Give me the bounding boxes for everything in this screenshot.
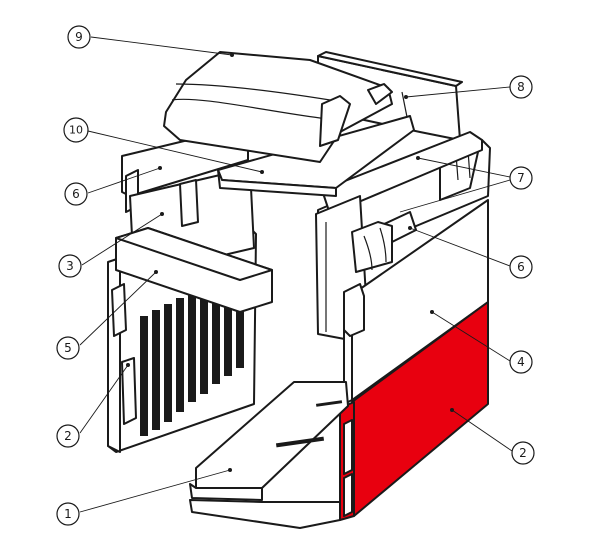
callout-5-label: 5 — [64, 341, 72, 355]
callout-2-right-label: 2 — [519, 446, 527, 460]
callout-9: 9 — [67, 25, 91, 49]
callout-7: 7 — [509, 166, 533, 190]
callout-6-right: 6 — [509, 255, 533, 279]
callout-4-label: 4 — [517, 355, 525, 369]
part-9-top-baffle — [163, 51, 393, 163]
callout-6-left: 6 — [64, 182, 88, 206]
part-1-base-plate — [189, 381, 349, 529]
callout-6-left-label: 6 — [72, 187, 80, 201]
callout-2-left: 2 — [56, 424, 80, 448]
grate-slots — [140, 276, 244, 436]
callout-10-label: 10 — [69, 124, 83, 137]
callout-2-left-label: 2 — [64, 429, 72, 443]
part-2-right-highlighted-brick — [339, 301, 489, 521]
callout-7-label: 7 — [517, 171, 525, 185]
callout-8-label: 8 — [517, 80, 525, 94]
callout-1-label: 1 — [64, 507, 72, 521]
callout-8: 8 — [509, 75, 533, 99]
callout-5: 5 — [56, 336, 80, 360]
part-5-front-lintel — [111, 227, 273, 337]
part-4-right-side-brick — [343, 199, 489, 405]
leader-lines — [79, 36, 513, 513]
callout-3: 3 — [58, 254, 82, 278]
callout-10: 10 — [63, 117, 89, 143]
callout-1: 1 — [56, 502, 80, 526]
callout-9-label: 9 — [75, 30, 83, 44]
callout-2-right: 2 — [511, 441, 535, 465]
callout-6-right-label: 6 — [517, 260, 525, 274]
callout-4: 4 — [509, 350, 533, 374]
callout-3-label: 3 — [66, 259, 74, 273]
